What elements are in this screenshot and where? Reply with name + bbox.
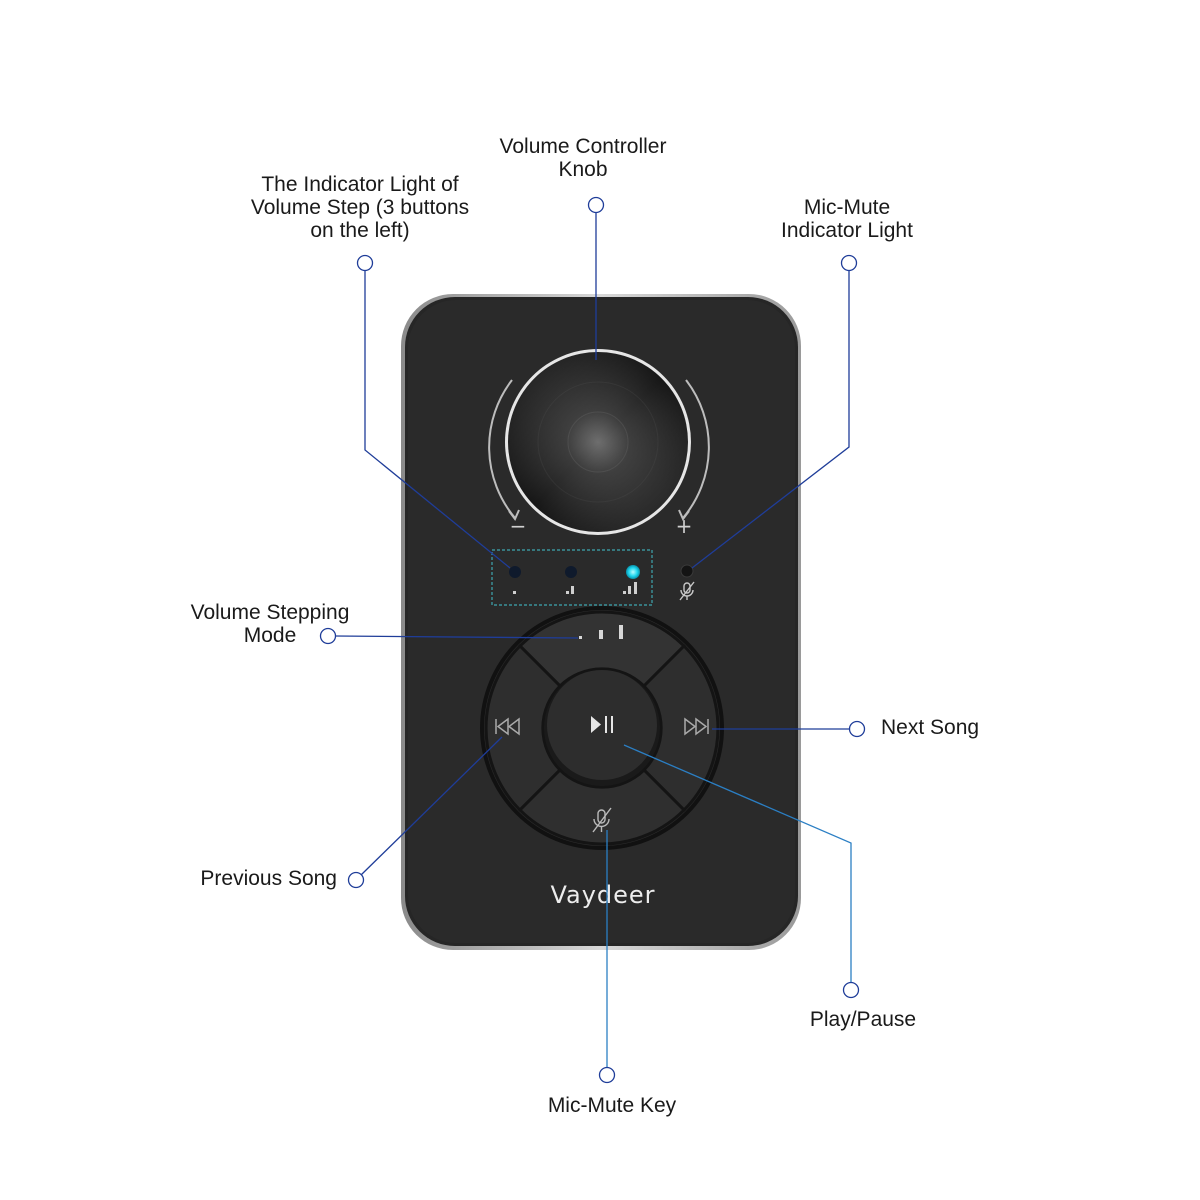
indicator-highlight-box [491, 549, 653, 606]
mic-mute-indicator [679, 564, 695, 601]
callout-line-stepping [334, 635, 579, 639]
label-volume-knob: Volume Controller Knob [499, 135, 667, 181]
callout-lines [319, 196, 866, 1084]
callout-line-play [623, 744, 852, 983]
callout-dot-stepping [319, 627, 337, 645]
callout-dot-mic-indicator [840, 254, 858, 272]
callout-dot-indicator [356, 254, 374, 272]
volume-knob[interactable] [505, 349, 691, 535]
callout-dot-mic-key [598, 1066, 616, 1084]
label-previous-song: Previous Song [200, 867, 337, 890]
knob-plus-label: + [676, 514, 693, 538]
label-mic-mute-key: Mic-Mute Key [547, 1094, 677, 1117]
stepping-mode-icon [579, 625, 623, 639]
label-mic-mute-light: Mic-Mute Indicator Light [781, 196, 913, 242]
next-song-button[interactable] [641, 643, 720, 813]
callout-dot-play [842, 981, 860, 999]
callout-dot-previous [347, 871, 365, 889]
label-stepping-mode: Volume Stepping Mode [190, 601, 350, 647]
step-icon-1 [513, 591, 516, 594]
callout-line-indicator [364, 270, 511, 569]
volume-step-indicators [509, 565, 640, 594]
callout-dot-next [848, 720, 866, 738]
mic-mute-key[interactable] [517, 767, 687, 846]
play-pause-icon [591, 716, 613, 733]
label-next-song: Next Song [881, 716, 980, 739]
mic-mute-key-icon [592, 807, 612, 833]
previous-song-button[interactable] [484, 643, 563, 813]
step-led-3 [626, 565, 640, 579]
brand-logo: Vaydeer [550, 881, 655, 909]
label-indicator-light: The Indicator Light of Volume Step (3 bu… [250, 173, 470, 242]
step-led-1 [509, 566, 521, 578]
knob-minus-label: − [510, 514, 527, 538]
callout-dot-volume-knob [587, 196, 605, 214]
previous-icon [495, 717, 520, 736]
step-led-2 [565, 566, 577, 578]
mic-mute-indicator-icon [679, 581, 695, 601]
step-icon-2 [566, 586, 574, 594]
stepping-mode-button[interactable] [517, 610, 687, 689]
next-icon [684, 717, 709, 736]
callout-line-previous [360, 736, 503, 876]
knob-arcs [488, 379, 710, 521]
step-icon-3 [623, 582, 637, 594]
label-play-pause: Play/Pause [809, 1008, 917, 1031]
play-pause-button[interactable] [544, 670, 660, 786]
callout-line-mic-indicator [691, 270, 850, 569]
